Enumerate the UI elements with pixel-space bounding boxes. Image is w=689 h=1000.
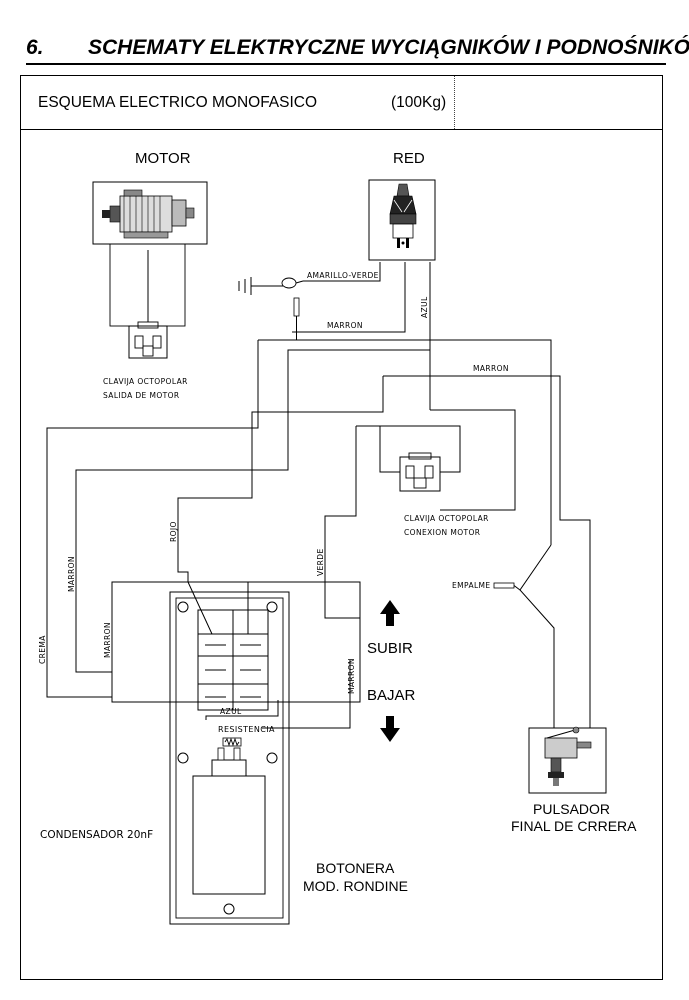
crema-label: CREMA (38, 635, 47, 664)
botonera-outer (169, 591, 290, 925)
screw-icon (223, 903, 235, 915)
header-divider (454, 76, 455, 129)
arrow-down-icon (380, 716, 400, 742)
diagram-subtitle: ESQUEMA ELECTRICO MONOFASICO (38, 94, 318, 111)
plug-conn-label-2: CONEXION MOTOR (404, 528, 480, 537)
rojo-wire (177, 376, 384, 582)
limit-switch-box (528, 727, 607, 794)
screw-icon (266, 752, 278, 764)
screw-icon (177, 752, 189, 764)
rojo-label: ROJO (169, 521, 178, 542)
pulsador-label-2: FINAL DE CRRERA (511, 818, 637, 834)
ground-icon (238, 277, 304, 295)
plug-motor-label-2: SALIDA DE MOTOR (103, 391, 180, 400)
botonera-label-1: BOTONERA (316, 860, 395, 876)
resistor-zigzag (224, 737, 240, 747)
plug-conn-label-1: CLAVIJA OCTOPOLAR (404, 514, 489, 523)
red-label: RED (393, 150, 425, 167)
conn-box-wire-left (379, 426, 400, 473)
bajar-label: BAJAR (367, 687, 416, 704)
condensador-label: CONDENSADOR 20nF (40, 829, 153, 841)
motor-icon (102, 189, 195, 239)
frame-header: ESQUEMA ELECTRICO MONOFASICO (100Kg) (21, 76, 662, 130)
page-heading: 6. SCHEMATY ELEKTRYCZNE WYCIĄGNIKÓW I PO… (26, 36, 689, 66)
azul-label-top: AZUL (420, 296, 429, 318)
section-title: SCHEMATY ELEKTRYCZNE WYCIĄGNIKÓW I PODNO… (88, 36, 689, 59)
empalme-wire (519, 544, 555, 728)
marron-label-top: MARRON (327, 321, 363, 330)
botonera-inner (175, 597, 284, 919)
red-box (368, 179, 436, 261)
capacitor-icon (192, 747, 266, 895)
power-marron-wire (292, 262, 406, 333)
verde-wire (324, 426, 360, 619)
button-contacts (187, 581, 269, 711)
ground-wire (303, 262, 381, 282)
heading-underline (26, 63, 666, 65)
crema-wire (46, 340, 259, 698)
connector-icon (293, 297, 300, 340)
resistencia-label: RESISTENCIA (218, 725, 275, 734)
azul-wire-inner (205, 700, 279, 720)
azul-wire-right (430, 409, 516, 511)
marron-wire-inner-right (262, 660, 351, 729)
marron-label-right: MARRON (473, 364, 509, 373)
limit-switch-icon (544, 726, 592, 786)
octopolar-plug-icon (399, 452, 441, 492)
motor-label: MOTOR (135, 150, 191, 167)
connector-icon (493, 582, 521, 591)
conn-box-wire (356, 425, 461, 473)
verde-label: VERDE (316, 548, 325, 576)
subir-label: SUBIR (367, 640, 413, 657)
capacity-label: (100Kg) (391, 94, 447, 111)
screw-icon (177, 601, 189, 613)
marron-wire-left (75, 349, 430, 673)
botonera-label-2: MOD. RONDINE (303, 878, 408, 894)
marron-label-left: MARRON (67, 556, 76, 592)
wire-a (258, 339, 552, 545)
marron-wire-right (383, 375, 591, 728)
power-plug-icon (389, 183, 417, 248)
ground-wire-label: AMARILLO-VERDE (307, 271, 379, 280)
diagram-frame: ESQUEMA ELECTRICO MONOFASICO (100Kg) (20, 75, 663, 980)
marron-label-inner-right: MARRON (347, 658, 356, 694)
empalme-label: EMPALME (452, 581, 491, 590)
azul-label-inner: AZUL (220, 707, 242, 716)
marron-label-inner: MARRON (103, 622, 112, 658)
arrow-up-icon (380, 600, 400, 626)
botonera-wire-box (111, 581, 361, 703)
section-number: 6. (26, 36, 44, 59)
screw-icon (266, 601, 278, 613)
plug-motor-label-1: CLAVIJA OCTOPOLAR (103, 377, 188, 386)
pulsador-label-1: PULSADOR (533, 801, 610, 817)
octopolar-plug-icon (128, 321, 168, 359)
